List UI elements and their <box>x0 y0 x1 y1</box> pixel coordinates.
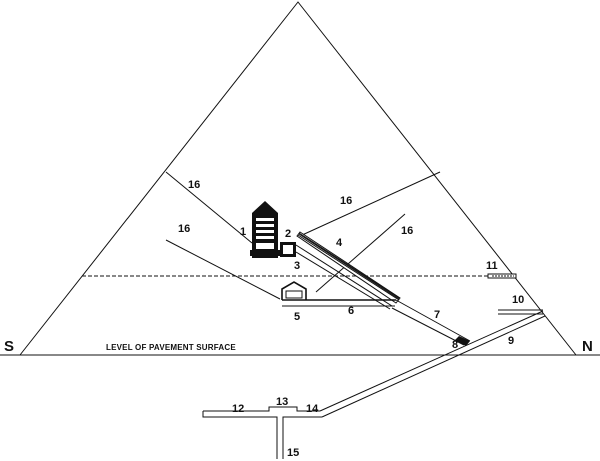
label-16-upper-south: 16 <box>188 179 200 191</box>
label-5: 5 <box>294 311 300 323</box>
label-4: 4 <box>336 237 343 249</box>
label-2: 2 <box>285 228 291 240</box>
label-12: 12 <box>232 403 244 415</box>
antechamber <box>280 242 296 257</box>
pyramid-outline <box>19 1 577 356</box>
label-16-lower-north: 16 <box>401 225 413 237</box>
pavement-level-caption: LEVEL OF PAVEMENT SURFACE <box>106 343 236 352</box>
label-8: 8 <box>452 339 458 351</box>
label-16-upper-north: 16 <box>340 195 352 207</box>
queens-chamber <box>281 281 396 307</box>
label-11: 11 <box>486 260 498 272</box>
label-16-lower-south: 16 <box>178 223 190 235</box>
label-1: 1 <box>240 226 246 238</box>
subterranean-chamber <box>202 406 322 459</box>
air-shaft-lower-south <box>165 239 281 300</box>
air-shaft-upper-north <box>299 171 441 237</box>
label-10: 10 <box>512 294 524 306</box>
label-7: 7 <box>434 309 440 321</box>
air-shaft-lower-north <box>315 213 406 293</box>
south-marker: S <box>4 338 14 355</box>
label-9: 9 <box>508 335 514 347</box>
robbers-tunnel <box>487 273 517 279</box>
kings-chamber <box>250 201 280 258</box>
ascending-passage <box>391 299 471 346</box>
label-3: 3 <box>294 260 300 272</box>
label-15: 15 <box>287 447 299 459</box>
label-13: 13 <box>276 396 288 408</box>
grand-gallery <box>295 231 401 310</box>
label-14: 14 <box>306 403 319 415</box>
label-6: 6 <box>348 305 354 317</box>
north-marker: N <box>582 338 593 355</box>
descending-passage <box>319 310 546 418</box>
entrance-passage <box>498 309 543 315</box>
air-shaft-upper-south <box>165 171 253 244</box>
